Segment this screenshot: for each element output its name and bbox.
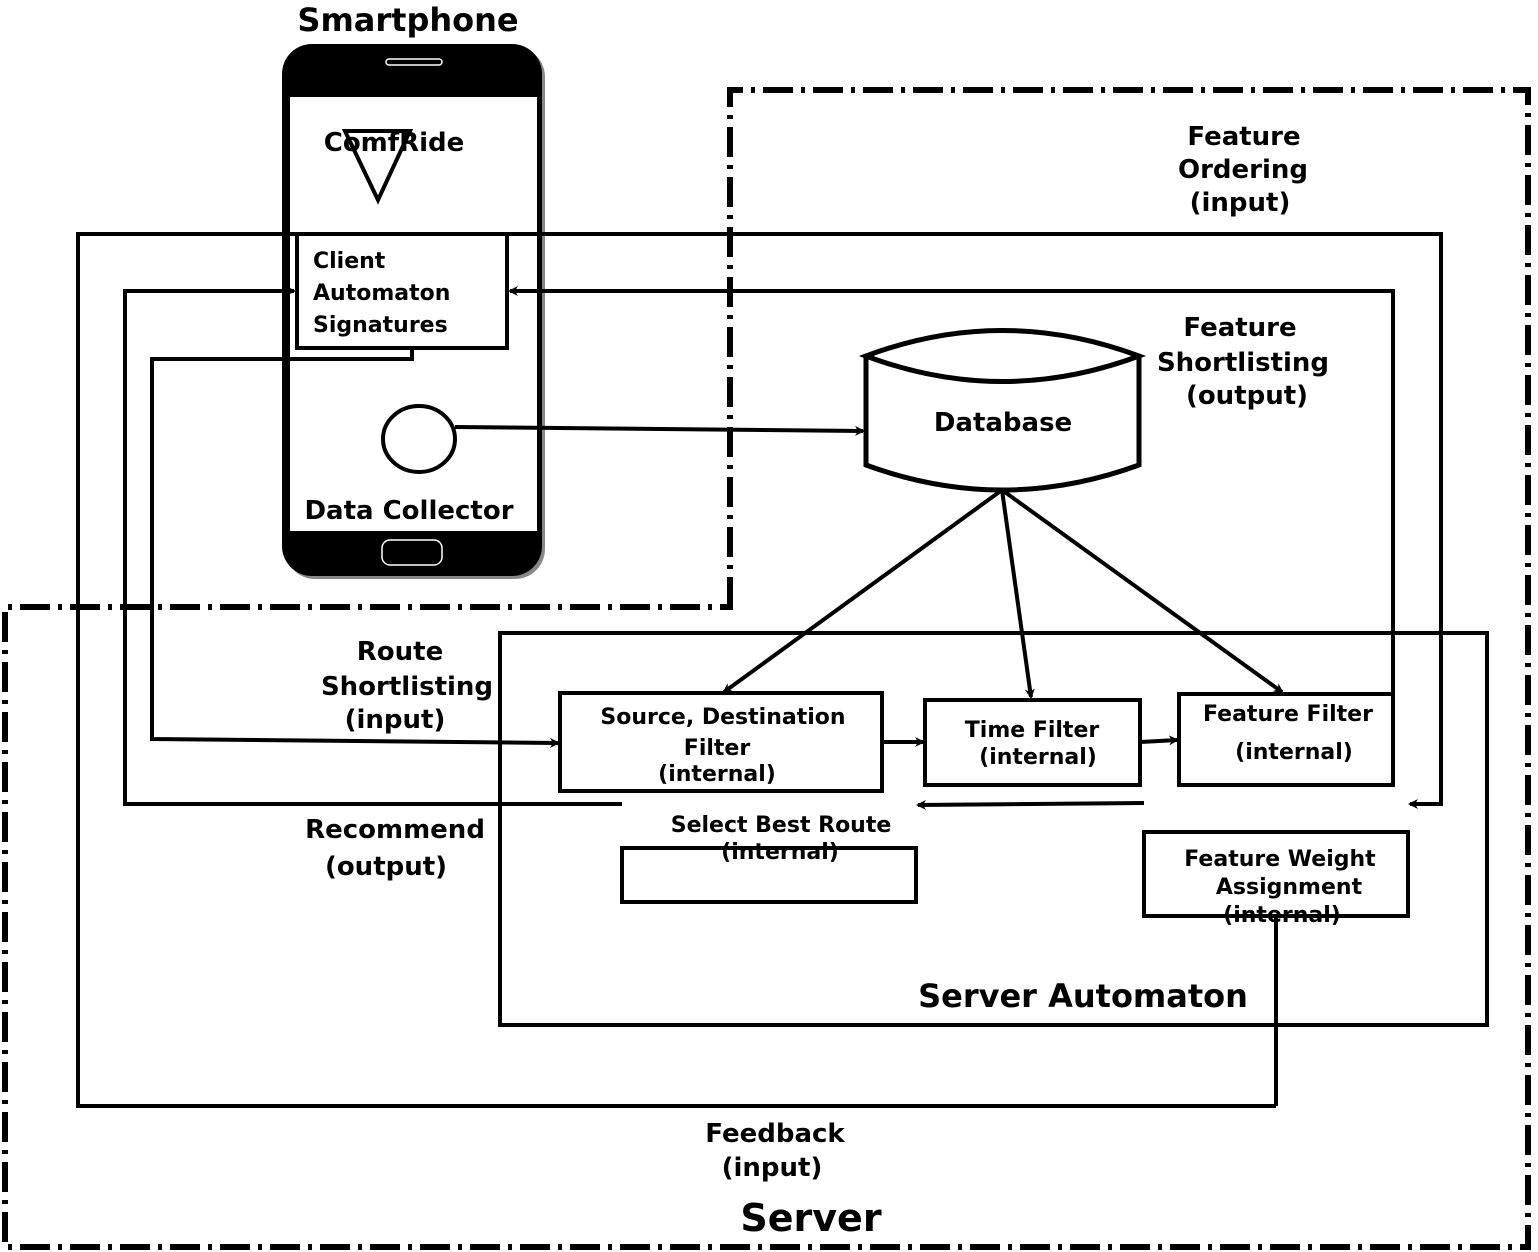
server-boundary: [2, 87, 1531, 1250]
client-automaton-box: [295, 232, 509, 350]
feature-weight-line3: (internal): [1223, 903, 1341, 928]
time-to-feature-arrow: [1139, 735, 1179, 746]
app-name: ComfRide: [324, 128, 465, 158]
feature-ordering-line2: Ordering: [1178, 155, 1308, 185]
feature-weight-line2: Assignment: [1216, 875, 1363, 900]
select-best-line2: (internal): [721, 840, 839, 865]
feature-shortlisting-line2: Shortlisting: [1157, 348, 1329, 378]
server-automaton-label: Server Automaton: [918, 977, 1248, 1015]
weight-to-select-arrow: [916, 799, 1145, 810]
feedback-line1: Feedback: [705, 1119, 845, 1149]
data-collector-label: Data Collector: [304, 496, 513, 526]
feedback-line2: (input): [722, 1153, 823, 1183]
source-destination-filter-box: [558, 691, 884, 793]
source-box-line1: Source, Destination: [600, 705, 845, 730]
recommend-line1: Recommend: [305, 815, 485, 845]
route-shortlisting-line3: (input): [345, 705, 446, 735]
database-cylinder-icon: [858, 328, 1147, 493]
select-best-route-box: [620, 846, 918, 904]
database-to-source-arrow: [722, 488, 1004, 694]
feature-ordering-line1: Feature: [1187, 122, 1300, 152]
database-to-time-arrow: [1000, 489, 1035, 699]
client-box-line2: Automaton: [313, 281, 450, 306]
client-box-line3: Signatures: [313, 313, 448, 338]
comfride-triangle-icon: [341, 129, 414, 205]
feature-filter-line1: Feature Filter: [1203, 702, 1373, 727]
server-automaton-box: [498, 631, 1489, 1027]
source-box-line3: (internal): [658, 762, 776, 787]
client-box-line1: Client: [313, 249, 386, 274]
time-box-line1: Time Filter: [965, 718, 1100, 743]
select-best-line1: Select Best Route: [671, 813, 892, 838]
recommend-line: [123, 286, 622, 806]
feature-shortlisting-line3: (output): [1186, 381, 1308, 411]
route-shortlisting-line1: Route: [357, 637, 443, 667]
database-label: Database: [934, 408, 1072, 438]
database-to-feature-filter-arrow: [1000, 488, 1284, 694]
recommend-line2: (output): [325, 852, 447, 882]
feature-filter-line2: (internal): [1235, 740, 1353, 765]
feature-ordering-line3: (input): [1190, 188, 1291, 218]
feature-weight-box: [1142, 830, 1410, 918]
time-filter-box: [923, 698, 1142, 787]
route-shortlisting-line2: Shortlisting: [321, 672, 493, 702]
data-collector-circle-icon: [381, 404, 457, 474]
time-box-line2: (internal): [979, 745, 1097, 770]
feature-shortlisting-line1: Feature: [1183, 313, 1296, 343]
feedback-loop-line: [76, 232, 1443, 1108]
feature-shortlisting-line: [508, 286, 1395, 742]
source-box-line2: Filter: [684, 736, 751, 761]
feature-weight-line1: Feature Weight: [1184, 847, 1376, 872]
feature-filter-box: [1177, 692, 1395, 787]
route-shortlisting-line: [150, 348, 560, 748]
smartphone-title: Smartphone: [297, 1, 518, 39]
server-label: Server: [740, 1196, 881, 1240]
data-collector-to-database-arrow: [454, 425, 865, 436]
